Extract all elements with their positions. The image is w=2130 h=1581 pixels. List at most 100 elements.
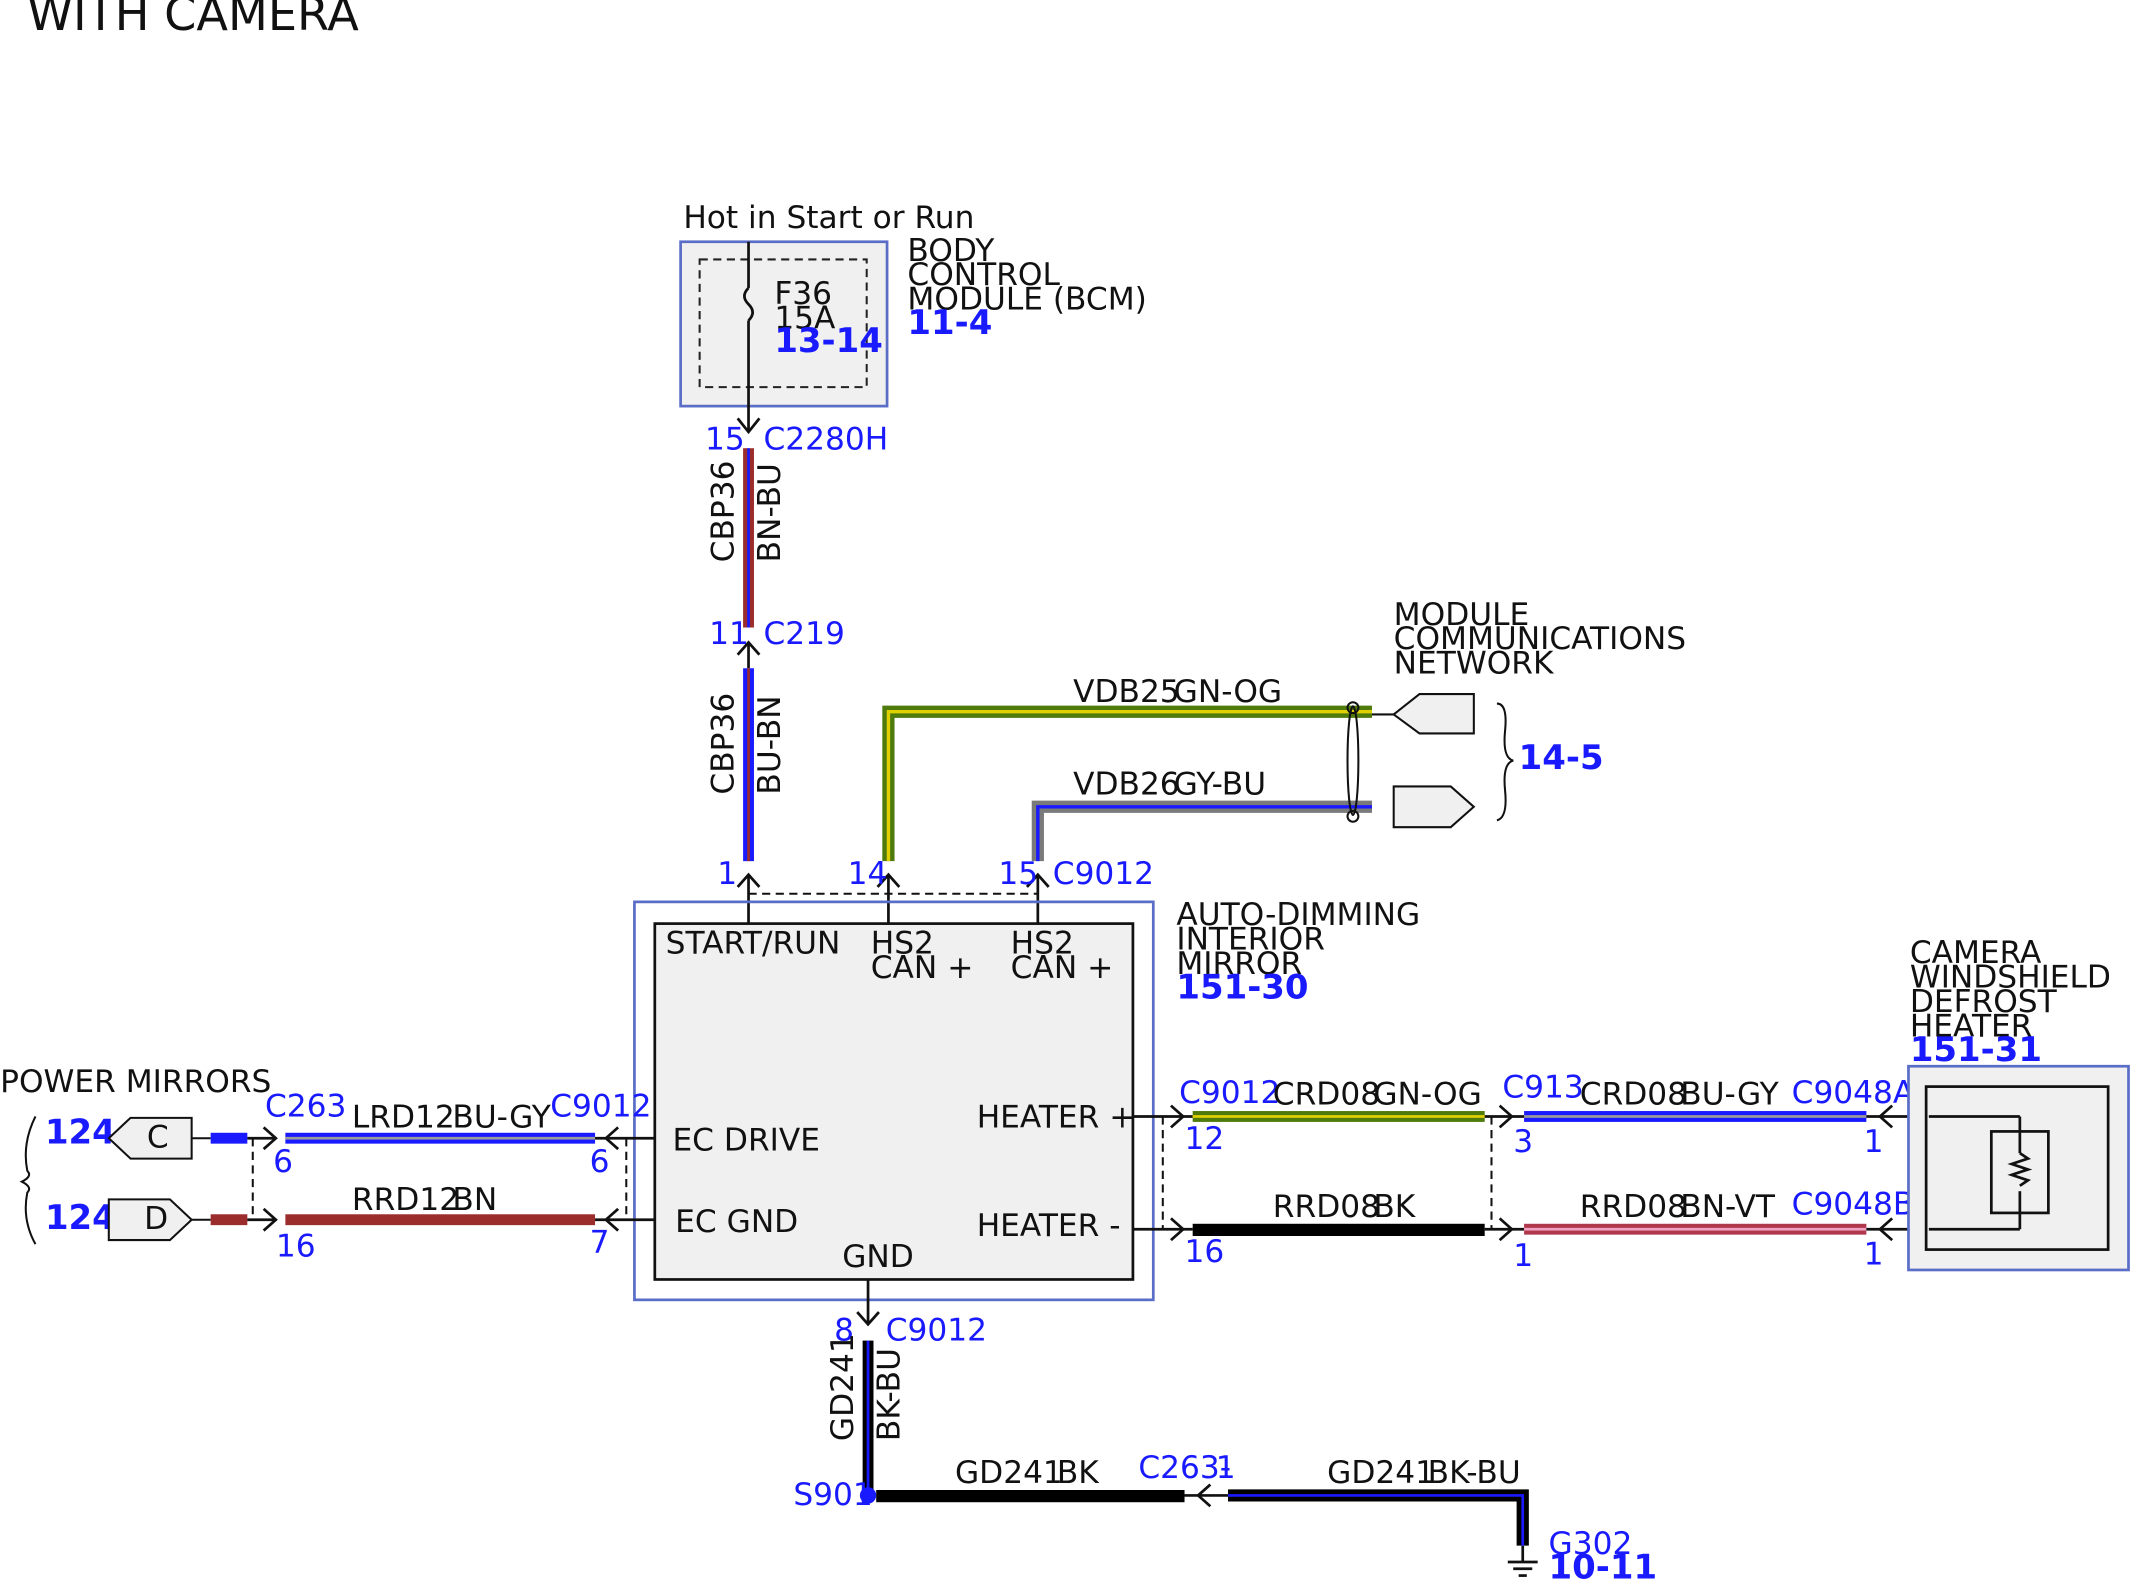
wire-crd08-bu-gy-circuit: CRD08 [1580,1076,1687,1112]
mirror-ref[interactable]: 151-30 [1176,967,1308,1007]
wire-lrd12-color: BU-GY [452,1099,551,1135]
mirror-outer-box [633,900,1155,1302]
bcm-fuse-panel [698,258,868,389]
c9012-left-label: C9012 [550,1088,651,1124]
ground-c263-label: C263- [1138,1450,1231,1486]
mirror-name-2: INTERIOR [1176,921,1325,957]
wire-cbp36-lower-color: BU-BN [752,695,788,794]
wire-gd241-bk-color: BK [1057,1455,1100,1491]
c2280h-pin: 15 [705,422,745,458]
c2280h-label: C2280H [763,422,888,458]
wire-rrd12-color: BN [452,1182,497,1218]
ground-c263-pin: 1 [1216,1450,1236,1486]
c263-pin-bottom: 16 [276,1228,316,1264]
camera-heater-ref[interactable]: 151-31 [1910,1030,2042,1070]
wire-gd241-bk-bu-2 [1227,1489,1529,1546]
pin-gnd: GND [842,1239,914,1275]
wire-gd241-bk-circuit: GD241 [955,1455,1063,1491]
c9012-left-pin-top: 6 [590,1144,610,1180]
network-name-3: NETWORK [1394,646,1555,682]
pin-hs2-a-2: CAN + [871,950,974,986]
c9012-right-pin-top: 12 [1185,1121,1225,1157]
bcm-name-1: BODY [907,233,995,269]
wire-stub-d [210,1214,248,1226]
twisted-pair-icon [1346,705,1360,816]
mirror-module[interactable] [653,922,1135,1281]
c9012-right-label: C9012 [1179,1075,1280,1111]
wire-cbp36-upper-circuit: CBP36 [706,461,742,563]
wire-gd241-vertical-circuit: GD241 [825,1333,861,1441]
camera-heater-module[interactable] [1924,1085,2110,1251]
bcm-box [679,240,889,408]
bcm-name-2: CONTROL [907,257,1060,293]
camera-heater-name-3: DEFROST [1910,984,2058,1020]
wire-gd241-bk [876,1489,1185,1503]
diagram-title: WITH CAMERA [27,0,359,41]
c913-pin-top: 3 [1513,1124,1533,1160]
c263-pin-top: 6 [273,1144,293,1180]
wire-gd241-bk-bu-2-color: BK-BU [1428,1455,1521,1491]
wire-rrd08-bn-vt-color: BN-VT [1680,1189,1776,1225]
pin-hs2-b-1: HS2 [1011,925,1074,961]
c913-pin-bottom: 1 [1513,1238,1533,1274]
mirror-top-pin-14: 14 [848,856,888,892]
wire-vdb26-circuit: VDB26 [1073,767,1180,803]
mirror-name-1: AUTO-DIMMING [1176,897,1420,933]
wire-vdb26-gy-bu [1031,800,1372,862]
power-mirrors-label: POWER MIRRORS [0,1064,271,1100]
g302-ref[interactable]: 10-11 [1549,1547,1658,1581]
connector-tag-d[interactable] [107,1198,194,1242]
mirror-top-pin-15: 15 [998,856,1038,892]
wire-crd08-circuit: CRD08 [1273,1076,1380,1112]
heater-resistor-icon [2007,1152,2033,1187]
bcm-name-3: MODULE (BCM) [907,282,1146,318]
wire-vdb25-circuit: VDB25 [1073,674,1180,710]
network-name-2: COMMUNICATIONS [1394,621,1686,657]
fuse-icon [743,286,754,322]
c2280h-connector-icon [736,417,761,435]
ground-connector: C9012 [886,1313,987,1349]
wire-rrd12-bn [285,1214,596,1226]
wire-rrd08-color: BK [1373,1189,1416,1225]
wire-crd08-bu-gy-color: BU-GY [1680,1076,1779,1112]
wire-cbp36-upper-color: BN-BU [752,463,788,562]
ground-pin: 8 [834,1313,854,1349]
wire-crd08-color: GN-OG [1373,1076,1481,1112]
connector-tag-c-label: C [147,1120,169,1156]
pin-hs2-a-1: HS2 [871,925,934,961]
camera-heater-name-1: CAMERA [1910,935,2042,971]
wire-vdb26-color: GY-BU [1174,767,1266,803]
c9048a-label: C9048A [1792,1075,1915,1111]
fuse-ref[interactable]: 13-14 [774,321,883,361]
c913-label: C913 [1502,1069,1583,1105]
wire-rrd08-bn-vt-circuit: RRD08 [1580,1189,1687,1225]
pin-heater-minus: HEATER - [977,1208,1121,1244]
wire-gd241-bk-bu-2-circuit: GD241 [1327,1455,1435,1491]
network-tag-2[interactable] [1392,785,1476,829]
splice-s901 [859,1487,877,1504]
pin-start-run: START/RUN [666,925,841,961]
wire-cbp36-lower-circuit: CBP36 [706,693,742,795]
power-mirrors-brace [19,1116,37,1245]
ground-symbol-icon [1507,1545,1538,1577]
mirror-top-connector: C9012 [1053,856,1154,892]
network-tag-1[interactable] [1392,693,1475,735]
c263-label: C263 [265,1088,346,1124]
wire-vdb25-color: GN-OG [1174,674,1282,710]
pin-hs2-b-2: CAN + [1011,950,1114,986]
fuse-id: F36 [774,276,832,312]
wire-lrd12-circuit: LRD12 [352,1099,455,1135]
c9012-gnd-connector-icon [856,1311,880,1327]
c219-label: C219 [763,616,844,652]
bcm-ref[interactable]: 11-4 [907,303,992,343]
c9048b-pin: 1 [1864,1237,1884,1273]
wire-stub-c [210,1132,248,1144]
fuse-rating: 15A [774,301,836,337]
network-ref[interactable]: 14-5 [1519,738,1604,778]
network-name-1: MODULE [1394,597,1530,633]
mirror-top-pin-1: 1 [717,856,737,892]
wire-rrd08-circuit: RRD08 [1273,1189,1380,1225]
c9048a-pin: 1 [1864,1124,1884,1160]
c219-pin: 11 [709,616,749,652]
